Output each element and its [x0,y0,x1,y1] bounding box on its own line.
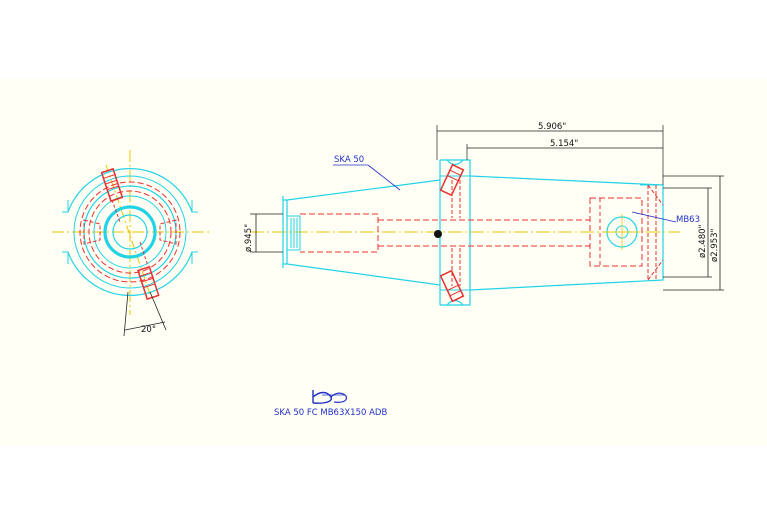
taper-shank-outline [282,179,441,286]
dim-overall-text: 5.906" [538,122,566,132]
end-view-hidden-circle-outer [79,181,181,283]
end-view-screw-hole-2 [139,241,149,267]
part-label: SKA 50 [334,155,364,165]
dim-small-text: ø.945" [244,224,254,252]
end-view-flange-notch-left [62,200,69,264]
flange-screw-bottom [439,269,465,303]
end-view-bore-thick [103,205,157,259]
end-view: 20° [52,150,210,337]
coolant-plug [434,230,442,238]
angle-extension-line-2 [149,291,167,331]
end-view-bore [112,214,148,250]
angle-dimension-text: 20° [141,325,156,335]
dim-body-text: 5.154" [550,139,578,149]
angle-dimension-line [124,321,166,331]
end-view-hidden-circle-inner [88,190,172,274]
dim-outer-text: ø2.953" [710,228,720,262]
flange-screw-top [439,163,465,197]
taper-shank-end [287,215,301,251]
bottom-sheet-panel [0,260,385,445]
hidden-pocket [589,197,643,267]
hidden-bore-shank [300,213,379,253]
end-view-taper-circle [73,175,187,289]
end-view-screw-bottom [137,265,160,301]
angle-extension-line-1 [123,291,129,337]
end-view-screw-hole [111,199,121,223]
side-view: SKA 50 MB63 5.906" 5.154" ø.945" ø2.480"… [244,122,724,306]
drawing-title: SKA 50 FC MB63X150 ADB [274,408,387,418]
part-label-leader [367,164,401,191]
pocket-label-leader [631,211,677,223]
company-logo [312,390,348,404]
end-view-outer-flange [67,168,193,296]
end-view-hidden-slot-right [159,219,177,245]
right-sheet-panel [385,78,767,445]
pocket-label: MB63 [676,215,700,225]
left-sheet-panel [0,78,385,260]
end-view-hidden-slot-left [83,219,101,245]
dim-bore-text: ø2.480" [698,224,708,258]
end-view-flange-notch-right [191,200,198,264]
body-outline [469,175,664,291]
end-view-screw-top [100,167,124,203]
end-view-pocket-circle-inner [93,195,167,269]
